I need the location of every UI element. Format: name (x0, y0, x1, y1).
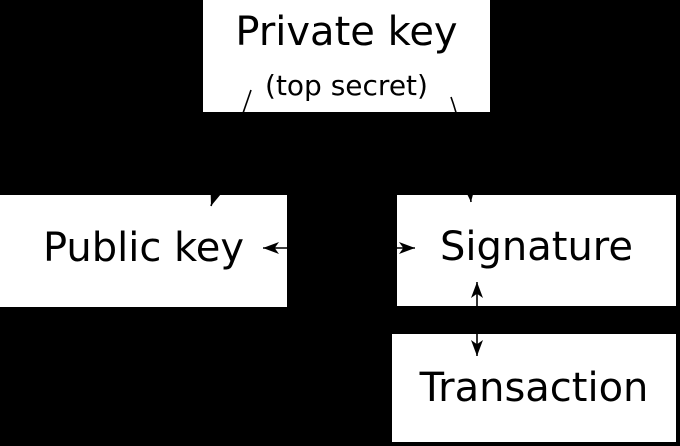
signature-node: Signature (397, 195, 676, 306)
transaction-node: Transaction (392, 334, 676, 442)
signature-label: Signature (440, 224, 633, 270)
private-key-node: Private key (top secret) (203, 0, 490, 112)
private-key-sublabel: (top secret) (265, 69, 428, 102)
transaction-label: Transaction (419, 365, 649, 411)
arrow-private-key-to-signature (450, 96, 476, 203)
private-key-label: Private key (235, 9, 458, 55)
public-key-node: Public key (0, 195, 287, 307)
public-key-label: Public key (42, 224, 245, 271)
